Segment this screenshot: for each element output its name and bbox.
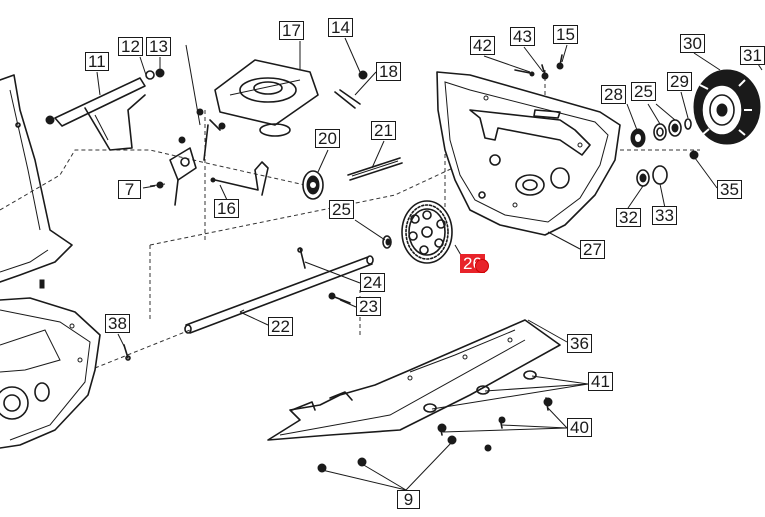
callout-40[interactable]: 40	[567, 418, 592, 437]
callout-29[interactable]: 29	[667, 72, 692, 91]
short-shaft	[347, 157, 403, 181]
callout-9[interactable]: 9	[397, 490, 420, 509]
pivot-arm	[149, 44, 204, 206]
callout-18[interactable]: 18	[376, 62, 401, 81]
callout-25-middle[interactable]: 25	[329, 200, 354, 219]
lower-cover-plate	[267, 319, 561, 441]
shaft-pin	[297, 247, 306, 269]
callout-41[interactable]: 41	[588, 372, 613, 391]
callout-16[interactable]: 16	[214, 199, 239, 218]
cover-fasteners	[317, 370, 553, 473]
top-fasteners	[334, 70, 368, 109]
plate-screws	[514, 54, 564, 80]
callout-22[interactable]: 22	[268, 317, 293, 336]
link-rod	[210, 161, 269, 196]
left-side-frame-upper	[0, 74, 73, 289]
callout-23[interactable]: 23	[356, 297, 381, 316]
small-sprocket	[302, 170, 324, 200]
highlight-marker[interactable]	[475, 259, 489, 273]
callout-42[interactable]: 42	[470, 36, 495, 55]
axle-bolt	[328, 292, 351, 304]
callout-43[interactable]: 43	[510, 27, 535, 46]
callout-14[interactable]: 14	[328, 18, 353, 37]
washer-middle	[382, 235, 392, 249]
callout-7[interactable]: 7	[118, 180, 141, 199]
wheel-tire	[693, 69, 761, 145]
right-side-plate	[436, 71, 621, 236]
callout-30[interactable]: 30	[680, 34, 705, 53]
large-drive-gear	[401, 200, 453, 264]
pivot-bracket	[45, 68, 165, 151]
callout-13[interactable]: 13	[146, 37, 171, 56]
callout-11[interactable]: 11	[85, 52, 109, 71]
callout-35[interactable]: 35	[717, 180, 742, 199]
callout-15[interactable]: 15	[553, 25, 578, 44]
left-side-frame-lower	[0, 297, 101, 449]
callout-38[interactable]: 38	[105, 314, 130, 333]
callout-24[interactable]: 24	[360, 273, 385, 292]
callout-12[interactable]: 12	[118, 37, 143, 56]
callout-28[interactable]: 28	[601, 85, 626, 104]
wheel-hub-parts	[630, 118, 699, 187]
callout-31[interactable]: 31	[740, 46, 765, 65]
callout-leader-lines	[96, 37, 763, 491]
callout-17[interactable]: 17	[279, 21, 304, 40]
callout-27[interactable]: 27	[580, 240, 605, 259]
callout-33[interactable]: 33	[652, 206, 677, 225]
callout-25-right[interactable]: 25	[631, 82, 656, 101]
callout-36[interactable]: 36	[567, 334, 592, 353]
pulley-housing	[203, 59, 319, 161]
callout-21[interactable]: 21	[371, 121, 396, 140]
callout-20[interactable]: 20	[315, 129, 340, 148]
callout-32[interactable]: 32	[616, 208, 641, 227]
